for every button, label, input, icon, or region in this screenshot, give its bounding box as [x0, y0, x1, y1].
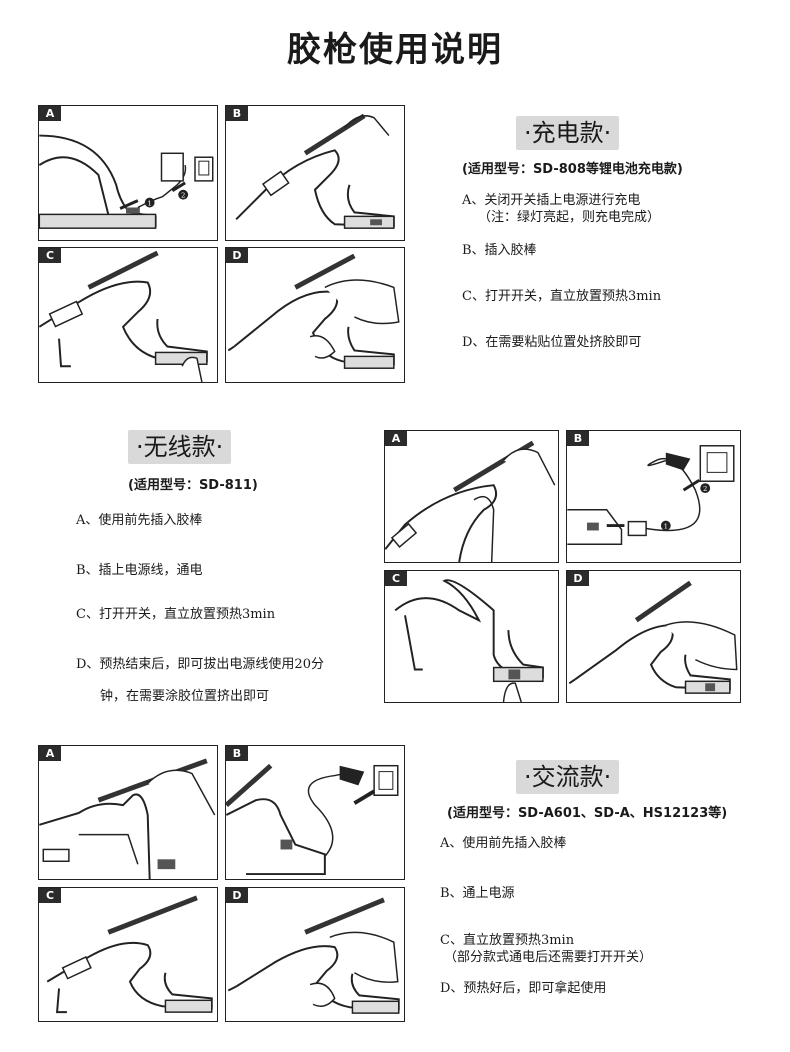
panel-label: C: [39, 248, 61, 263]
step-mark-2: 2: [703, 485, 707, 493]
glue-gun-switch-on-illustration: [39, 250, 208, 382]
charging-step-a: A、关闭开关插上电源进行充电: [462, 193, 641, 208]
panel-label: A: [39, 746, 61, 761]
ac-gun-insert-stick-illustration: [39, 758, 216, 879]
step-mark-1: 1: [147, 200, 151, 208]
step-mark-2: 2: [181, 192, 185, 200]
panel-label: D: [226, 248, 248, 263]
glue-gun-charging-illustration: 1 2: [39, 134, 214, 229]
wireless-step-d-cont: 钟，在需要涂胶位置挤出即可: [100, 689, 270, 704]
charging-panel-b: B: [225, 105, 405, 241]
ac-step-a: A、使用前先插入胶棒: [440, 836, 567, 851]
wireless-panel-d: D: [566, 570, 741, 703]
wireless-step-a: A、使用前先插入胶棒: [76, 513, 203, 528]
wireless-step-b: B、插上电源线，通电: [76, 563, 203, 578]
panel-label: B: [226, 106, 248, 121]
page-title: 胶枪使用说明: [287, 30, 503, 70]
ac-step-b: B、通上电源: [440, 886, 515, 901]
ac-model-line: (适用型号：SD-A601、SD-A、HS12123等): [447, 806, 728, 821]
panel-label: A: [385, 431, 407, 446]
wireless-gun-switch-on-illustration: [394, 579, 544, 702]
panel-label: D: [226, 888, 248, 903]
charging-step-d: D、在需要粘贴位置处挤胶即可: [462, 335, 642, 350]
wireless-step-d: D、预热结束后，即可拔出电源线使用20分: [76, 657, 324, 672]
wireless-gun-apply-glue-illustration: [568, 580, 738, 694]
ac-step-d: D、预热好后，即可拿起使用: [440, 981, 607, 996]
panel-label: B: [226, 746, 248, 761]
ac-step-c-note: （部分款式通电后还需要打开开关）: [444, 950, 653, 965]
wireless-panel-b: B 2 1: [566, 430, 741, 563]
charging-step-c: C、打开开关，直立放置预热3min: [462, 289, 662, 304]
charging-section-badge: ·充电款·: [516, 116, 620, 150]
charging-panel-d: D: [225, 247, 405, 383]
ac-panel-c: C: [38, 887, 218, 1022]
ac-panel-b: B: [225, 745, 405, 880]
wireless-model-line: (适用型号：SD-811): [128, 478, 258, 493]
ac-section-badge: ·交流款·: [516, 760, 620, 794]
ac-gun-preheat-illustration: [46, 895, 213, 1014]
wireless-gun-plug-illustration: 2 1: [567, 445, 735, 546]
ac-panel-a: A: [38, 745, 218, 880]
glue-gun-insert-stick-illustration: [235, 113, 395, 229]
wireless-panel-c: C: [384, 570, 559, 703]
charging-model-line: (适用型号：SD-808等锂电池充电款): [462, 162, 683, 177]
ac-gun-use-illustration: [227, 897, 400, 1014]
panel-label: B: [567, 431, 589, 446]
charging-panel-a: A 1 2: [38, 105, 218, 241]
charging-step-a-note: （注：绿灯亮起，则充电完成）: [478, 210, 661, 225]
ac-panel-d: D: [225, 887, 405, 1022]
ac-gun-plug-in-illustration: [226, 763, 399, 876]
glue-gun-apply-glue-illustration: [227, 253, 400, 369]
charging-panel-c: C: [38, 247, 218, 383]
panel-label: D: [567, 571, 589, 586]
panel-label: C: [385, 571, 407, 586]
ac-step-c: C、直立放置预热3min: [440, 933, 575, 948]
charging-step-b: B、插入胶棒: [462, 243, 537, 258]
panel-label: A: [39, 106, 61, 121]
wireless-panel-a: A: [384, 430, 559, 563]
step-mark-1: 1: [664, 523, 668, 531]
panel-label: C: [39, 888, 61, 903]
wireless-step-c: C、打开开关，直立放置预热3min: [76, 607, 276, 622]
wireless-gun-insert-stick-illustration: [385, 440, 556, 562]
wireless-section-badge: ·无线款·: [128, 430, 232, 464]
